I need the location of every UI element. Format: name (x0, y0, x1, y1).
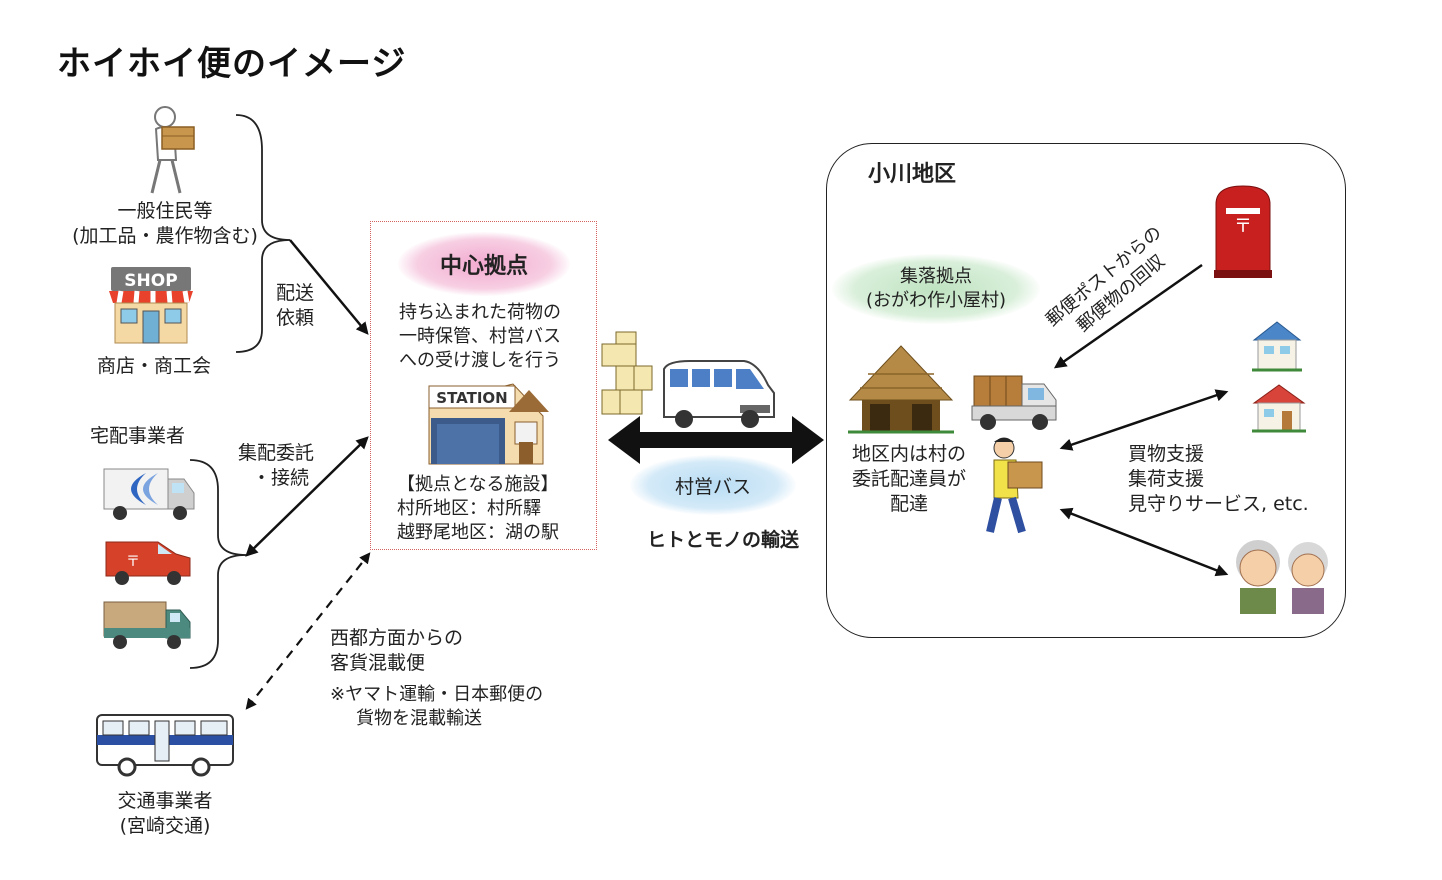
station-sign-text: STATION (436, 389, 507, 407)
service-pickup-support: 集荷支援 (1128, 468, 1205, 490)
postbox-collection-arrow (1053, 263, 1203, 369)
page-title: ホイホイ便のイメージ (57, 44, 407, 84)
transport-operator-sublabel: (宮崎交通) (119, 815, 211, 837)
village-van-icon (660, 359, 776, 431)
postbox-icon: 〒 (1212, 182, 1274, 280)
thatched-hut-icon (848, 344, 954, 434)
ogawa-region-box (826, 143, 1346, 638)
house-blue-icon (1252, 320, 1302, 372)
delivery-worker-icon (986, 436, 1046, 536)
delivery-truck-icon (102, 598, 192, 654)
residents-label: 一般住民等 (117, 200, 213, 222)
shop-label: 商店・商工会 (97, 355, 212, 377)
consign-arrow (245, 436, 369, 557)
village-bus-label: 村営バス (674, 475, 751, 498)
couriers-label: 宅配事業者 (90, 425, 186, 447)
deliverer-label-3: 配達 (889, 493, 928, 515)
shop-icon: SHOP (107, 265, 195, 345)
mixed-service-note: ※ヤマト運輸・日本郵便の (330, 684, 544, 705)
elderly-couple-icon (1230, 532, 1334, 614)
settlement-hub-pill: 集落拠点 (おがわ作小屋村) (832, 254, 1040, 324)
mixed-service-arrow (245, 552, 371, 710)
ogawa-region-title: 小川地区 (868, 162, 957, 187)
resident-carrying-box-icon (140, 105, 200, 197)
central-hub-heading-pill: 中心拠点 (398, 232, 570, 296)
hub-facilities-heading: 【拠点となる施設】 (397, 474, 559, 495)
settlement-hub-label: 集落拠点 (899, 266, 972, 287)
hub-description-2: 一時保管、村営バス (399, 326, 561, 347)
house-red-icon (1252, 383, 1306, 433)
svg-text:〒: 〒 (1234, 216, 1252, 237)
deliverer-label-2: 委託配達員が (851, 468, 966, 490)
central-hub-heading: 中心拠点 (439, 254, 528, 279)
elderly-arrow (1059, 507, 1229, 577)
residents-shop-bracket (235, 114, 291, 353)
hub-description-1: 持ち込まれた荷物の (399, 302, 561, 323)
village-bus-caption: ヒトとモノの輸送 (647, 529, 800, 551)
transport-operator-label: 交通事業者 (117, 790, 213, 812)
hub-facility-2: 越野尾地区：湖の駅 (397, 522, 559, 543)
bus-icon (95, 713, 235, 777)
mixed-service-note-2: 貨物を混載輸送 (356, 708, 482, 729)
hub-facility-1: 村所地区：村所驛 (397, 498, 541, 519)
svg-text:〒: 〒 (126, 554, 140, 570)
yamato-truck-icon (102, 467, 196, 523)
deliverer-label: 地区内は村の (851, 443, 966, 465)
parcel-stack-icon (598, 330, 656, 418)
village-bus-pill: 村営バス (630, 455, 796, 515)
village-bus-arrow (608, 416, 824, 464)
delivery-request-arrow (289, 239, 369, 335)
station-icon: STATION (425, 382, 550, 466)
couriers-bracket (189, 459, 247, 669)
small-truck-icon (970, 372, 1060, 434)
delivery-request-label: 配送 (276, 282, 315, 304)
hub-description-3: への受け渡しを行う (399, 350, 561, 371)
postal-van-icon: 〒 (102, 532, 194, 588)
houses-arrow (1059, 389, 1229, 451)
delivery-request-label-2: 依頼 (276, 307, 315, 329)
residents-sublabel: (加工品・農作物含む) (72, 225, 258, 247)
central-hub-box (370, 221, 597, 550)
shop-sign-text: SHOP (124, 271, 177, 291)
settlement-hub-sublabel: (おがわ作小屋村) (865, 290, 1007, 311)
